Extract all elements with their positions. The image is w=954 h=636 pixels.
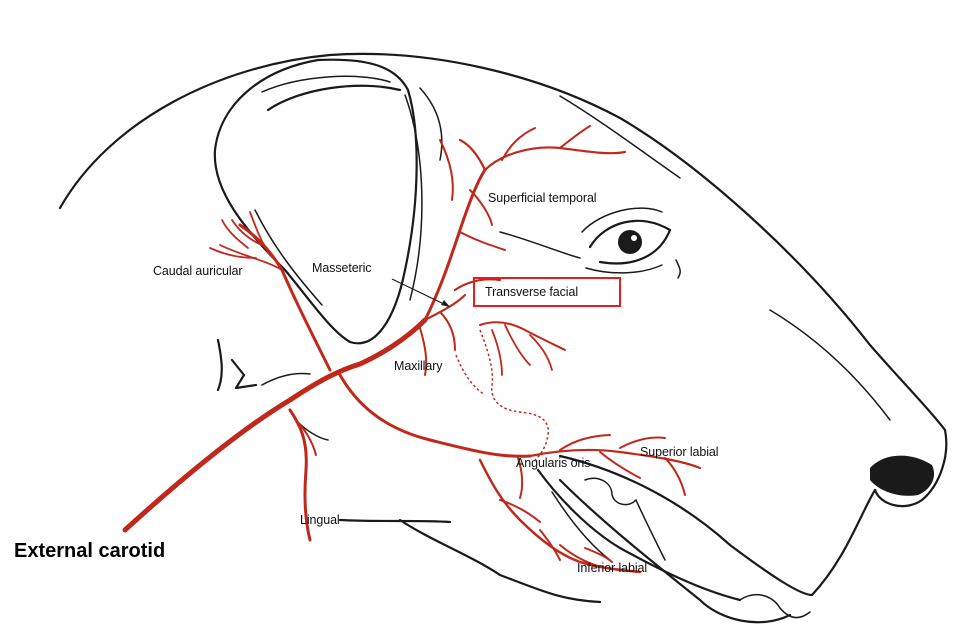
label-superficial-temporal: Superficial temporal bbox=[488, 192, 596, 205]
eye bbox=[500, 208, 680, 278]
artery-tree bbox=[125, 126, 700, 572]
dotted-vessel bbox=[480, 330, 548, 460]
facial-artery bbox=[340, 375, 530, 456]
ear-flap bbox=[215, 60, 442, 344]
label-inferior-labial: Inferior labial bbox=[577, 562, 647, 575]
label-transverse-facial: Transverse facial bbox=[485, 286, 578, 299]
label-masseteric: Masseteric bbox=[312, 262, 371, 275]
mouth bbox=[538, 456, 812, 622]
label-external-carotid: External carotid bbox=[14, 541, 165, 561]
label-maxillary: Maxillary bbox=[394, 360, 442, 373]
inferior-labial-artery bbox=[480, 460, 640, 572]
neck-lines bbox=[218, 340, 600, 602]
external-carotid-artery bbox=[125, 320, 425, 530]
label-angularis-oris: Angularis oris bbox=[516, 457, 590, 470]
label-lingual: Lingual bbox=[300, 514, 340, 527]
label-superior-labial: Superior labial bbox=[640, 446, 718, 459]
nose bbox=[870, 456, 934, 496]
caudal-auricular-artery bbox=[240, 225, 330, 370]
head-outline bbox=[60, 54, 946, 595]
label-caudal-auricular: Caudal auricular bbox=[153, 265, 242, 278]
